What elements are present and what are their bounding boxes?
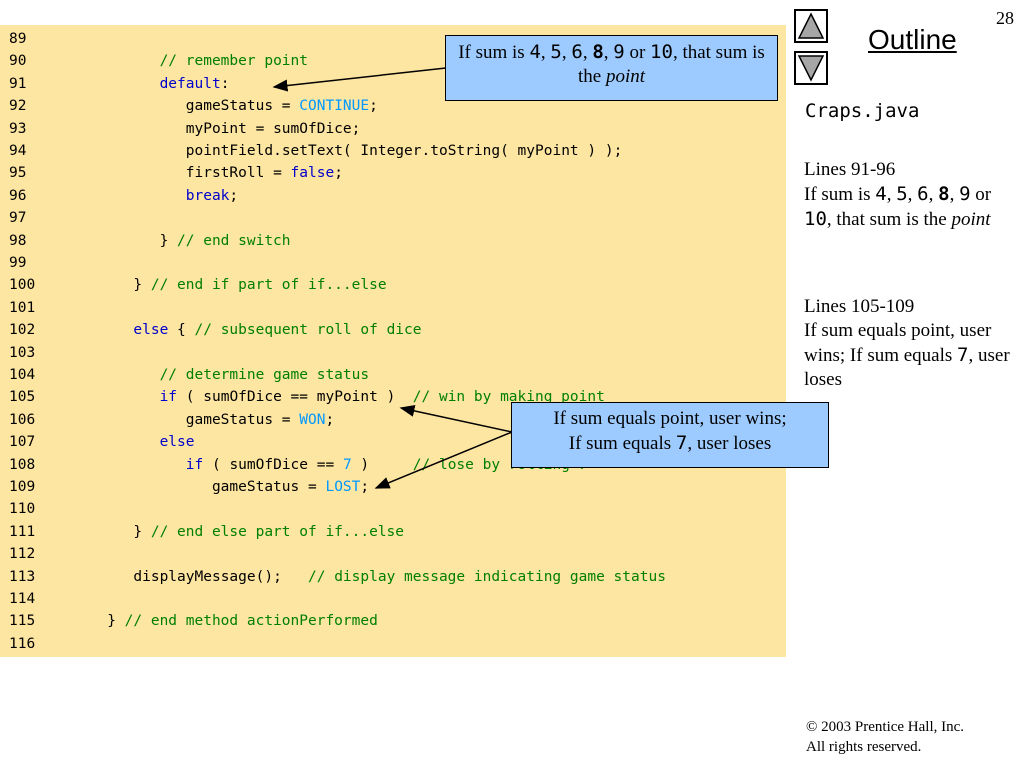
arrow-to-line-105 <box>399 404 513 433</box>
code-text: myPoint = sumOfDice; <box>185 120 361 137</box>
line-number: 111 <box>9 523 36 540</box>
code-line: 95 firstRoll = false; <box>9 162 343 184</box>
code-text: } // end if part of if...else <box>81 277 387 294</box>
note-heading-b: Lines 105-109 <box>804 296 915 317</box>
line-number: 96 <box>9 187 27 204</box>
line-number: 110 <box>9 501 36 518</box>
code-text: if ( sumOfDice == myPoint ) // win by ma… <box>159 389 605 406</box>
line-number: 89 <box>9 31 27 47</box>
code-line: 115 } // end method actionPerformed <box>9 610 378 632</box>
code-text: default: <box>159 75 230 92</box>
code-line: 113 displayMessage(); // display message… <box>9 566 666 588</box>
code-line: 105 if ( sumOfDice == myPoint ) // win b… <box>9 386 605 408</box>
line-number: 90 <box>9 53 27 70</box>
code-text: gameStatus = CONTINUE; <box>185 98 378 115</box>
line-number: 98 <box>9 232 27 249</box>
code-line: 116 <box>9 633 81 655</box>
line-number: 102 <box>9 322 36 339</box>
code-line: 90 // remember point <box>9 50 308 72</box>
note-lines-105-109: Lines 105-109 If sum equals point, user … <box>804 295 1016 392</box>
code-text: // remember point <box>159 53 308 70</box>
line-number: 113 <box>9 568 36 585</box>
code-text: break; <box>185 187 239 204</box>
line-number: 104 <box>9 367 36 383</box>
line-number: 105 <box>9 389 36 406</box>
code-line: 103 <box>9 342 81 364</box>
code-line: 96 break; <box>9 185 238 207</box>
code-line: 102 else { // subsequent roll of dice <box>9 319 422 341</box>
line-number: 106 <box>9 411 36 428</box>
code-line: 110 <box>9 498 81 520</box>
code-line: 92 gameStatus = CONTINUE; <box>9 95 378 117</box>
note-heading-a: Lines 91-96 <box>804 159 896 180</box>
code-text: } // end else part of if...else <box>81 523 405 540</box>
code-line: 89 <box>9 28 81 50</box>
line-number: 91 <box>9 75 27 92</box>
page-number: 28 <box>996 8 1014 28</box>
line-number: 114 <box>9 591 36 607</box>
code-line: 109 gameStatus = LOST; <box>9 476 369 498</box>
code-line: 91 default: <box>9 73 229 95</box>
code-line: 94 pointField.setText( Integer.toString(… <box>9 140 622 162</box>
code-text: displayMessage(); // display message ind… <box>133 568 666 585</box>
line-number: 112 <box>9 546 36 563</box>
code-line: 97 <box>9 207 81 229</box>
code-line: 114 <box>9 588 81 610</box>
code-line: 104 // determine game status <box>9 364 369 386</box>
code-line: 107 else <box>9 431 195 453</box>
copyright-notice: © 2003 Prentice Hall, Inc. All rights re… <box>806 719 965 755</box>
code-line: 111 } // end else part of if...else <box>9 521 404 543</box>
callout-win-lose-explanation: If sum equals point, user wins; If sum e… <box>511 402 829 468</box>
code-text: } // end switch <box>81 232 291 249</box>
line-number: 108 <box>9 456 36 473</box>
triangle-up-icon <box>797 12 825 39</box>
line-number: 100 <box>9 277 36 294</box>
code-text: else <box>159 434 195 451</box>
line-number: 103 <box>9 344 36 361</box>
line-number: 115 <box>9 613 36 630</box>
code-line: 99 <box>9 252 81 274</box>
line-number: 109 <box>9 479 36 495</box>
line-number: 101 <box>9 299 36 316</box>
code-line: 93 myPoint = sumOfDice; <box>9 118 360 140</box>
callout-point-explanation: If sum is 4, 5, 6, 8, 9 or 10, that sum … <box>445 35 778 101</box>
code-text: firstRoll = false; <box>185 165 343 182</box>
next-slide-button[interactable] <box>794 51 828 85</box>
code-text: else { // subsequent roll of dice <box>133 322 422 339</box>
previous-slide-button[interactable] <box>794 9 828 43</box>
line-number: 94 <box>9 143 27 159</box>
code-line: 106 gameStatus = WON; <box>9 409 334 431</box>
note-text-b: If sum equals point, user wins; If sum e… <box>804 320 1010 390</box>
line-number: 116 <box>9 635 36 652</box>
file-name: Craps.java <box>805 100 920 122</box>
code-line: 112 <box>9 543 81 565</box>
line-number: 99 <box>9 255 27 271</box>
code-text: gameStatus = WON; <box>185 411 335 428</box>
arrow-to-default <box>272 67 447 92</box>
code-line: 101 <box>9 297 81 319</box>
code-text: gameStatus = LOST; <box>211 479 370 495</box>
triangle-down-icon <box>797 55 825 82</box>
line-number: 97 <box>9 210 27 227</box>
arrow-to-line-109 <box>374 431 513 489</box>
code-text: // determine game status <box>159 367 370 383</box>
code-text: } // end method actionPerformed <box>81 613 378 630</box>
code-text: pointField.setText( Integer.toString( my… <box>185 143 623 159</box>
line-number: 95 <box>9 165 27 182</box>
line-number: 107 <box>9 434 36 451</box>
code-line: 100 } // end if part of if...else <box>9 274 387 296</box>
line-number: 92 <box>9 98 27 115</box>
note-text-a: If sum is 4, 5, 6, 8, 9 or 10, that sum … <box>804 183 992 230</box>
outline-title: Outline <box>868 24 957 55</box>
note-lines-91-96: Lines 91-96 If sum is 4, 5, 6, 8, 9 or 1… <box>804 158 1016 232</box>
line-number: 93 <box>9 120 27 137</box>
code-line: 98 } // end switch <box>9 230 291 252</box>
